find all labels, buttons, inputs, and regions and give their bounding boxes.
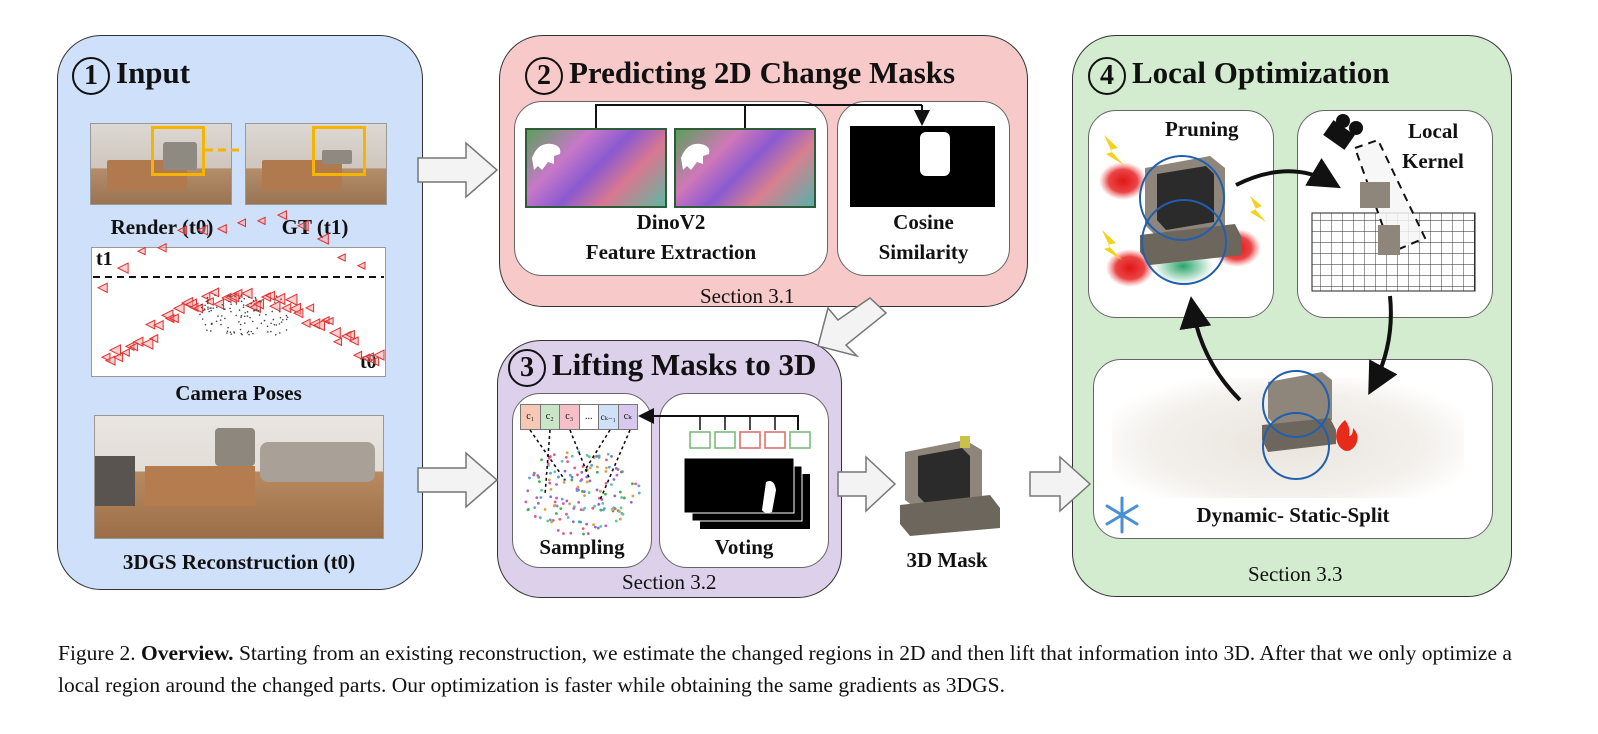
render-label: Render (t0) — [110, 215, 214, 239]
gt-image — [245, 123, 387, 205]
section-3-2-label: Section 3.2 — [622, 570, 717, 594]
monitor-3d-mask — [900, 436, 1000, 536]
feature-extraction-label: Feature Extraction — [585, 240, 757, 264]
reconstruction-label: 3DGS Reconstruction (t0) — [122, 550, 356, 574]
split-label: Dynamic- Static-Split — [1196, 503, 1390, 527]
kernel-label: Kernel — [1402, 149, 1464, 173]
caption-prefix: Figure 2. — [58, 641, 136, 665]
t0-label: t0 — [360, 351, 377, 373]
block-arrow — [417, 141, 499, 199]
block-arrow — [417, 451, 499, 509]
dino-feature-map-1 — [525, 128, 667, 208]
split-scene-image — [1112, 378, 1464, 498]
render-image — [90, 123, 232, 205]
section-3-3-label: Section 3.3 — [1248, 562, 1343, 586]
cosine-mask-image — [850, 126, 995, 207]
similarity-label: Similarity — [878, 240, 969, 264]
cosine-label: Cosine — [893, 210, 954, 234]
caption-text: Starting from an existing reconstruction… — [58, 641, 1512, 697]
block-arrow — [837, 455, 897, 513]
sampling-label: Sampling — [539, 535, 625, 559]
token-cell: c₃ — [560, 405, 580, 429]
section-3-1-label: Section 3.1 — [700, 284, 795, 308]
camera-poses-label: Camera Poses — [175, 381, 302, 405]
pruning-label: Pruning — [1165, 117, 1239, 141]
camera-poses-image — [91, 247, 386, 377]
caption-bold: Overview. — [141, 641, 234, 665]
token-row: c₁ c₂ c₃ ... cₖ₋₁ cₖ — [520, 404, 638, 430]
mask3d-label: 3D Mask — [906, 548, 988, 572]
voting-label: Voting — [714, 535, 774, 559]
gt-label: GT (t1) — [281, 215, 349, 239]
t1-label: t1 — [96, 248, 113, 270]
token-cell: cₖ — [618, 405, 637, 429]
token-cell: ... — [579, 405, 599, 429]
token-cell: c₁ — [521, 405, 541, 429]
reconstruction-image — [94, 415, 384, 539]
token-cell: c₂ — [540, 405, 560, 429]
dino-feature-map-2 — [674, 128, 816, 208]
figure-caption: Figure 2. Overview. Starting from an exi… — [58, 637, 1548, 701]
token-cell: cₖ₋₁ — [599, 405, 619, 429]
dinov2-label: DinoV2 — [636, 210, 706, 234]
local-kernel-box — [1297, 110, 1493, 318]
local-label: Local — [1408, 119, 1459, 143]
